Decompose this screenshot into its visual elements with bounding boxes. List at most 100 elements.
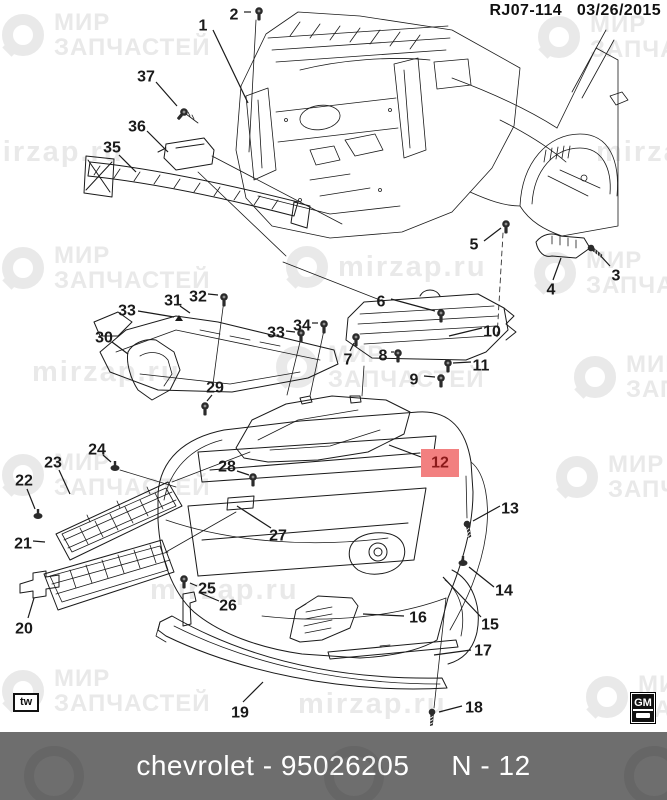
callout-number-19[interactable]: 19 (231, 705, 249, 722)
leader-line (102, 454, 112, 463)
callout-23[interactable]: 23 (44, 455, 71, 495)
callout-25[interactable]: 25 (180, 575, 216, 598)
callout-4[interactable]: 4 (547, 257, 562, 299)
callout-20[interactable]: 20 (15, 597, 35, 638)
callout-12[interactable]: 12 (388, 444, 459, 477)
watermark-ring-faint (324, 746, 384, 800)
leader-line (137, 310, 175, 318)
air-deflector-highlighted-part (235, 395, 411, 463)
callout-number-37[interactable]: 37 (137, 69, 155, 86)
callout-3[interactable]: 3 (585, 243, 621, 285)
callout-number-10[interactable]: 10 (483, 324, 501, 341)
callout-number-25[interactable]: 25 (198, 581, 216, 598)
callout-29[interactable]: 29 (201, 380, 224, 416)
bolt-icon (180, 575, 188, 589)
leader-line (242, 681, 264, 703)
callout-33[interactable]: 33 (267, 325, 305, 343)
callout-7[interactable]: 7 (344, 333, 360, 369)
callout-30[interactable]: 30 (95, 330, 129, 355)
leader-line (199, 592, 220, 602)
leader-line (433, 649, 472, 656)
callout-number-28[interactable]: 28 (218, 459, 236, 476)
callout-number-4[interactable]: 4 (547, 282, 556, 299)
callout-18[interactable]: 18 (424, 700, 483, 727)
callout-21[interactable]: 21 (14, 536, 46, 553)
leader-line (388, 444, 422, 458)
callout-number-22[interactable]: 22 (15, 473, 33, 490)
callout-6[interactable]: 6 (377, 294, 445, 323)
callout-number-15[interactable]: 15 (481, 617, 499, 634)
callout-16[interactable]: 16 (362, 610, 427, 627)
callout-number-16[interactable]: 16 (409, 610, 427, 627)
callout-19[interactable]: 19 (231, 681, 264, 722)
callout-15[interactable]: 15 (442, 576, 499, 634)
callout-1[interactable]: 1 (199, 18, 249, 104)
callout-number-5[interactable]: 5 (470, 237, 479, 254)
callout-17[interactable]: 17 (433, 643, 492, 660)
callout-number-1[interactable]: 1 (199, 18, 208, 35)
callout-number-33[interactable]: 33 (118, 303, 136, 320)
callout-number-36[interactable]: 36 (128, 119, 146, 136)
callout-number-2[interactable]: 2 (230, 7, 239, 24)
callout-number-20[interactable]: 20 (15, 621, 33, 638)
callout-number-8[interactable]: 8 (379, 348, 388, 365)
callout-27[interactable]: 27 (236, 505, 287, 545)
callout-33[interactable]: 33 (118, 303, 183, 322)
exploded-parts-diagram[interactable]: 1234567891011121314151617181920212223242… (0, 0, 667, 732)
clip-icon (458, 556, 468, 566)
upper-cover-right (345, 289, 517, 361)
callout-number-9[interactable]: 9 (410, 372, 419, 389)
callout-24[interactable]: 24 (88, 442, 120, 472)
callout-34[interactable]: 34 (293, 318, 328, 335)
callout-number-32[interactable]: 32 (189, 289, 207, 306)
bolt-icon (220, 293, 228, 307)
callout-number-30[interactable]: 30 (95, 330, 113, 347)
upper-grille (55, 481, 183, 561)
callout-number-35[interactable]: 35 (103, 140, 121, 157)
callout-number-33[interactable]: 33 (267, 325, 285, 342)
callout-10[interactable]: 10 (448, 324, 501, 341)
callout-number-21[interactable]: 21 (14, 536, 32, 553)
callout-number-31[interactable]: 31 (164, 293, 182, 310)
gm-logo: GM (630, 692, 656, 724)
leader-line (206, 394, 213, 402)
callout-9[interactable]: 9 (410, 372, 445, 389)
callout-number-18[interactable]: 18 (465, 700, 483, 717)
leader-line (26, 488, 36, 510)
callout-number-27[interactable]: 27 (269, 528, 287, 545)
highlight-box (421, 449, 459, 477)
callout-26[interactable]: 26 (199, 592, 237, 615)
callout-31[interactable]: 31 (164, 293, 191, 314)
callout-number-3[interactable]: 3 (612, 268, 621, 285)
callout-8[interactable]: 8 (379, 348, 402, 365)
callout-number-6[interactable]: 6 (377, 294, 386, 311)
callout-37[interactable]: 37 (137, 69, 190, 122)
callout-13[interactable]: 13 (459, 501, 519, 539)
callout-number-26[interactable]: 26 (219, 598, 237, 615)
footer-page-reference: N - 12 (451, 750, 531, 781)
callout-2[interactable]: 2 (230, 7, 263, 24)
callout-number-11[interactable]: 11 (473, 358, 490, 375)
callout-number-34[interactable]: 34 (293, 318, 311, 335)
impact-bar (83, 111, 311, 229)
callout-14[interactable]: 14 (458, 556, 514, 600)
callout-number-24[interactable]: 24 (88, 442, 106, 459)
callout-22[interactable]: 22 (15, 473, 43, 520)
tw-stamp: tw (13, 693, 40, 712)
callout-number-7[interactable]: 7 (344, 352, 353, 369)
callout-number-29[interactable]: 29 (206, 380, 224, 397)
leader-line (212, 29, 249, 104)
callout-35[interactable]: 35 (103, 140, 137, 173)
callout-36[interactable]: 36 (128, 119, 169, 153)
fog-lamp-cover (289, 595, 359, 643)
callout-number-14[interactable]: 14 (495, 583, 513, 600)
callout-number-12[interactable]: 12 (431, 455, 449, 472)
callout-number-13[interactable]: 13 (501, 501, 519, 518)
callout-5[interactable]: 5 (470, 220, 510, 254)
callout-28[interactable]: 28 (218, 459, 257, 487)
callout-11[interactable]: 11 (444, 358, 490, 375)
callout-number-17[interactable]: 17 (474, 643, 492, 660)
headlamp-bezel (127, 339, 181, 401)
callout-number-23[interactable]: 23 (44, 455, 62, 472)
callout-32[interactable]: 32 (189, 289, 228, 307)
